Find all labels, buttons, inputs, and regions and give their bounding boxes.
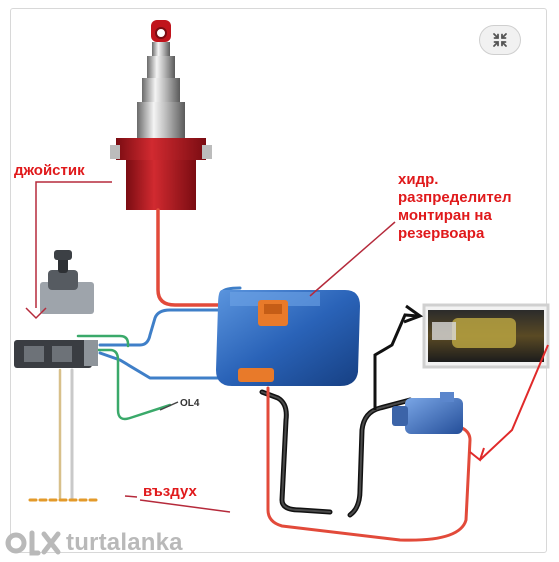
label-joystick: джойстик	[14, 162, 85, 179]
telescopic-cylinder	[110, 20, 212, 210]
joystick-unit	[40, 250, 94, 314]
watermark-user: turtalanka	[66, 529, 183, 556]
olx-watermark: turtalanka	[4, 526, 183, 560]
label-distributor-line-4: резервоара	[398, 225, 485, 242]
black-arrow	[373, 304, 424, 410]
label-air: въздух	[143, 483, 197, 500]
air-valve-marker: OL4	[159, 398, 200, 411]
inset-photo	[422, 303, 550, 369]
joystick-valve-block	[14, 340, 98, 368]
label-distributor-line-1: хидр.	[398, 171, 439, 188]
label-distributor-line-2: разпределител	[398, 189, 512, 206]
collapse-arrows-icon	[493, 33, 507, 47]
image-frame	[10, 8, 547, 553]
olx-logo-icon	[5, 530, 61, 556]
valve-marking-text: OL4	[180, 398, 200, 409]
annotation-pointers	[25, 181, 396, 513]
hydraulic-hoses	[28, 208, 472, 542]
red-arrow-to-pump	[469, 344, 549, 462]
olx-logo	[4, 528, 62, 558]
hydraulic-tank	[216, 290, 360, 386]
label-distributor-line-3: монтиран на	[398, 207, 492, 224]
hydraulic-pump	[392, 392, 463, 434]
label-distributor: хидр. разпределител монтиран на резервоа…	[398, 171, 558, 243]
close-button[interactable]	[479, 25, 521, 55]
